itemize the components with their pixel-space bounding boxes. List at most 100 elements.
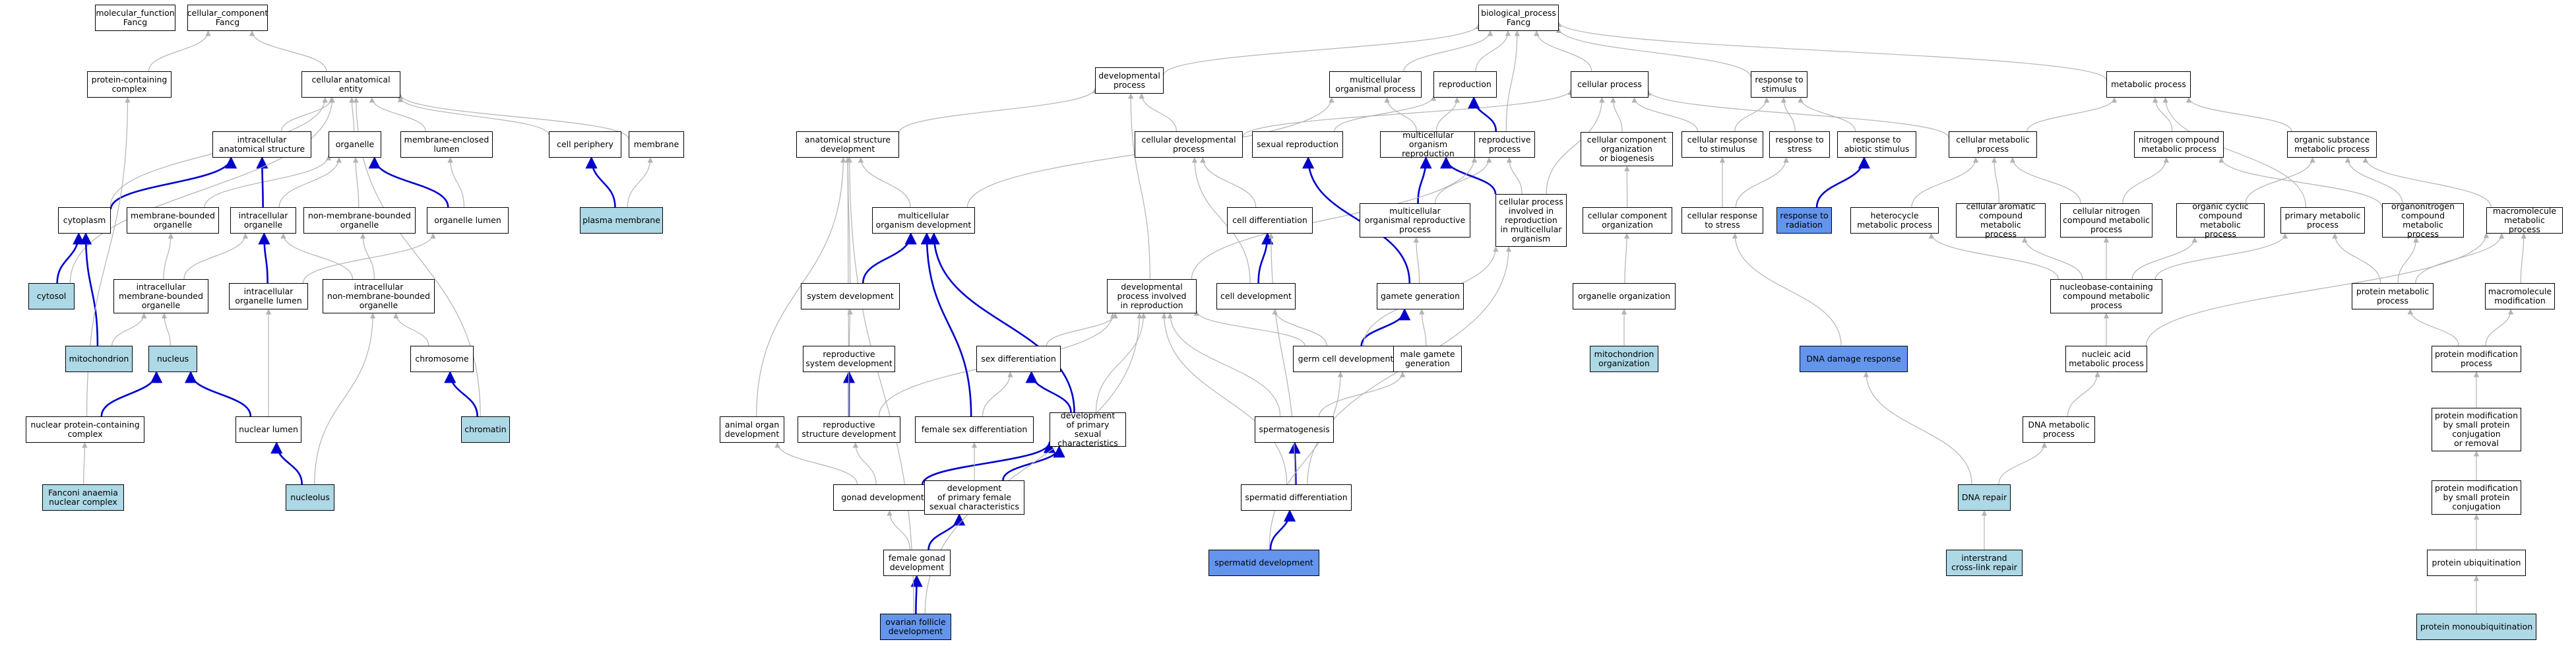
term-node-cellular-metabolic-process[interactable]: cellular metabolic process — [1949, 131, 2037, 158]
term-node-cellular-component-organization[interactable]: cellular component organization — [1583, 207, 1672, 234]
term-node-macromolecule-metabolic-process[interactable]: macromolecule metabolic process — [2486, 207, 2563, 234]
term-node-nucleolus[interactable]: nucleolus — [286, 484, 334, 511]
term-node-multicellular-organism-development[interactable]: multicellular organism development — [872, 207, 975, 234]
term-node-nuclear-lumen[interactable]: nuclear lumen — [236, 416, 301, 443]
term-node-protein-modification-by-small-protein-conjugation[interactable]: protein modification by small protein co… — [2432, 480, 2521, 515]
term-node-membrane-bounded-organelle[interactable]: membrane-bounded organelle — [127, 207, 219, 234]
term-node-organelle[interactable]: organelle — [329, 131, 381, 158]
term-node-intracellular-membrane-bounded-organelle[interactable]: intracellular membrane-bounded organelle — [113, 279, 208, 313]
term-node-biological-process[interactable]: biological_process Fancg — [1478, 5, 1559, 31]
term-node-germ-cell-development[interactable]: germ cell development — [1293, 346, 1398, 372]
term-node-cellular-process[interactable]: cellular process — [1571, 71, 1649, 98]
term-node-development-of-primary-female-sexual-characteristics[interactable]: development of primary female sexual cha… — [924, 480, 1024, 515]
term-node-cellular-component[interactable]: cellular_component Fancg — [187, 5, 268, 31]
term-node-multicellular-organismal-reproductive-process[interactable]: multicellular organismal reproductive pr… — [1360, 203, 1470, 238]
term-node-chromatin[interactable]: chromatin — [461, 416, 510, 443]
term-node-cellular-nitrogen-compound-metabolic-process[interactable]: cellular nitrogen compound metabolic pro… — [2060, 203, 2152, 238]
term-node-cellular-developmental-process[interactable]: cellular developmental process — [1135, 131, 1243, 158]
term-node-multicellular-organism-reproduction[interactable]: multicellular organism reproduction — [1380, 131, 1476, 158]
edge-development-of-primary-sexual-characteristics-to-sex-differentiation — [1025, 371, 1072, 413]
term-node-dna-metabolic-process[interactable]: DNA metabolic process — [2023, 416, 2095, 443]
term-node-organic-substance-metabolic-process[interactable]: organic substance metabolic process — [2287, 131, 2377, 158]
term-node-nucleus[interactable]: nucleus — [148, 346, 197, 372]
term-node-nucleobase-containing-compound-metabolic-process[interactable]: nucleobase-containing compound metabolic… — [2050, 279, 2162, 313]
term-node-reproduction[interactable]: reproduction — [1433, 71, 1497, 98]
term-node-nuclear-protein-containing-complex[interactable]: nuclear protein-containing complex — [26, 416, 144, 443]
term-node-non-membrane-bounded-organelle[interactable]: non-membrane-bounded organelle — [303, 207, 416, 234]
term-node-gonad-development[interactable]: gonad development — [833, 484, 932, 511]
term-node-developmental-process-involved-in-reproduction[interactable]: developmental process involved in reprod… — [1107, 279, 1197, 313]
term-node-protein-ubiquitination[interactable]: protein ubiquitination — [2427, 550, 2526, 576]
term-node-molecular-function[interactable]: molecular_function Fancg — [95, 5, 175, 31]
term-node-female-gonad-development[interactable]: female gonad development — [883, 550, 951, 576]
term-node-reproductive-system-development[interactable]: reproductive system development — [803, 346, 895, 372]
term-node-organelle-lumen[interactable]: organelle lumen — [427, 207, 509, 234]
term-node-intracellular-anatomical-structure[interactable]: intracellular anatomical structure — [212, 131, 311, 158]
term-node-primary-metabolic-process[interactable]: primary metabolic process — [2280, 207, 2365, 234]
term-node-spermatogenesis[interactable]: spermatogenesis — [1255, 416, 1334, 443]
edge-gamete-generation-to-sexual-reproduction — [1302, 156, 1411, 284]
term-node-dna-damage-response[interactable]: DNA damage response — [1800, 346, 1908, 372]
term-node-heterocycle-metabolic-process[interactable]: heterocycle metabolic process — [1850, 207, 1939, 234]
term-node-female-sex-differentiation[interactable]: female sex differentiation — [915, 416, 1034, 443]
term-node-nitrogen-compound-metabolic-process[interactable]: nitrogen compound metabolic process — [2134, 131, 2224, 158]
term-node-reproductive-structure-development[interactable]: reproductive structure development — [798, 416, 900, 443]
term-node-cellular-aromatic-compound-metabolic-process[interactable]: cellular aromatic compound metabolic pro… — [1956, 202, 2046, 239]
edge-intracellular-organelle-to-organelle — [278, 157, 342, 208]
term-node-animal-organ-development[interactable]: animal organ development — [720, 416, 784, 443]
term-node-fanconi-anaemia-nuclear-complex[interactable]: Fanconi anaemia nuclear complex — [42, 484, 124, 511]
term-node-organelle-organization[interactable]: organelle organization — [1573, 283, 1676, 309]
term-node-response-to-radiation[interactable]: response to radiation — [1776, 207, 1832, 234]
term-node-intracellular-organelle[interactable]: intracellular organelle — [230, 207, 296, 234]
term-node-membrane[interactable]: membrane — [629, 131, 684, 158]
term-node-protein-metabolic-process[interactable]: protein metabolic process — [2352, 283, 2434, 309]
edge-intracellular-membrane-bounded-organelle-to-intracellular-organelle — [183, 233, 249, 280]
term-node-protein-monoubiquitination[interactable]: protein monoubiquitination — [2416, 614, 2536, 640]
term-node-cell-periphery[interactable]: cell periphery — [549, 131, 621, 158]
term-node-cellular-response-to-stress[interactable]: cellular response to stress — [1681, 207, 1763, 234]
term-node-protein-containing-complex[interactable]: protein-containing complex — [87, 71, 172, 98]
term-node-intracellular-organelle-lumen[interactable]: intracellular organelle lumen — [229, 283, 308, 309]
term-node-cellular-process-involved-in-reproduction[interactable]: cellular process involved in reproductio… — [1495, 194, 1567, 247]
term-node-organonitrogen-compound-metabolic-process[interactable]: organonitrogen compound metabolic proces… — [2382, 202, 2464, 239]
term-node-gamete-generation[interactable]: gamete generation — [1377, 283, 1464, 309]
term-node-sexual-reproduction[interactable]: sexual reproduction — [1252, 131, 1343, 158]
term-node-cellular-anatomical-entity[interactable]: cellular anatomical entity — [301, 71, 400, 98]
term-node-spermatid-development[interactable]: spermatid development — [1209, 550, 1319, 576]
term-node-response-to-abiotic-stimulus[interactable]: response to abiotic stimulus — [1837, 131, 1916, 158]
term-node-cellular-response-to-stimulus[interactable]: cellular response to stimulus — [1681, 131, 1763, 158]
term-node-spermatid-differentiation[interactable]: spermatid differentiation — [1241, 484, 1352, 511]
term-node-chromosome[interactable]: chromosome — [410, 346, 474, 372]
term-node-organic-cyclic-compound-metabolic-process[interactable]: organic cyclic compound metabolic proces… — [2176, 202, 2265, 239]
term-node-cell-development[interactable]: cell development — [1216, 283, 1296, 309]
term-node-system-development[interactable]: system development — [801, 283, 900, 309]
term-node-male-gamete-generation[interactable]: male gamete generation — [1393, 346, 1462, 372]
term-node-plasma-membrane[interactable]: plasma membrane — [580, 207, 663, 234]
term-node-macromolecule-modification[interactable]: macromolecule modification — [2485, 283, 2555, 309]
term-node-response-to-stress[interactable]: response to stress — [1769, 131, 1830, 158]
term-node-reproductive-process[interactable]: reproductive process — [1474, 131, 1535, 158]
term-node-sex-differentiation[interactable]: sex differentiation — [976, 346, 1061, 372]
term-node-intracellular-non-membrane-bounded-organelle[interactable]: intracellular non-membrane-bounded organ… — [323, 279, 435, 313]
term-node-cytosol[interactable]: cytosol — [28, 283, 75, 309]
term-node-development-of-primary-sexual-characteristics[interactable]: development of primary sexual characteri… — [1050, 411, 1126, 448]
term-node-interstrand-cross-link-repair[interactable]: interstrand cross-link repair — [1946, 550, 2023, 576]
term-node-ovarian-follicle-development[interactable]: ovarian follicle development — [880, 614, 951, 640]
term-node-mitochondrion-organization[interactable]: mitochondrion organization — [1590, 346, 1658, 372]
term-node-multicellular-organismal-process[interactable]: multicellular organismal process — [1329, 71, 1422, 98]
edge-development-of-primary-sexual-characteristics-to-developmental-process-involved-in-reproduction — [1095, 313, 1147, 413]
term-node-cellular-component-organization-or-biogenesis[interactable]: cellular component organization or bioge… — [1581, 132, 1673, 166]
term-node-metabolic-process[interactable]: metabolic process — [2106, 71, 2191, 98]
term-node-cytoplasm[interactable]: cytoplasm — [58, 207, 111, 234]
edge-nucleobase-containing-compound-metabolic-process-to-cellular-aromatic-compound-metabolic-process — [2021, 237, 2083, 280]
term-node-developmental-process[interactable]: developmental process — [1095, 67, 1164, 94]
term-node-dna-repair[interactable]: DNA repair — [1958, 484, 2011, 511]
term-node-protein-modification-by-small-protein-conjugation-or-removal[interactable]: protein modification by small protein co… — [2432, 408, 2521, 451]
term-node-response-to-stimulus[interactable]: response to stimulus — [1751, 71, 1807, 98]
term-node-nucleic-acid-metabolic-process[interactable]: nucleic acid metabolic process — [2065, 346, 2147, 372]
term-node-membrane-enclosed-lumen[interactable]: membrane-enclosed lumen — [400, 131, 493, 158]
term-node-cell-differentiation[interactable]: cell differentiation — [1227, 207, 1313, 234]
term-node-mitochondrion[interactable]: mitochondrion — [65, 346, 133, 372]
term-node-protein-modification-process[interactable]: protein modification process — [2432, 346, 2521, 372]
term-node-anatomical-structure-development[interactable]: anatomical structure development — [796, 131, 899, 158]
